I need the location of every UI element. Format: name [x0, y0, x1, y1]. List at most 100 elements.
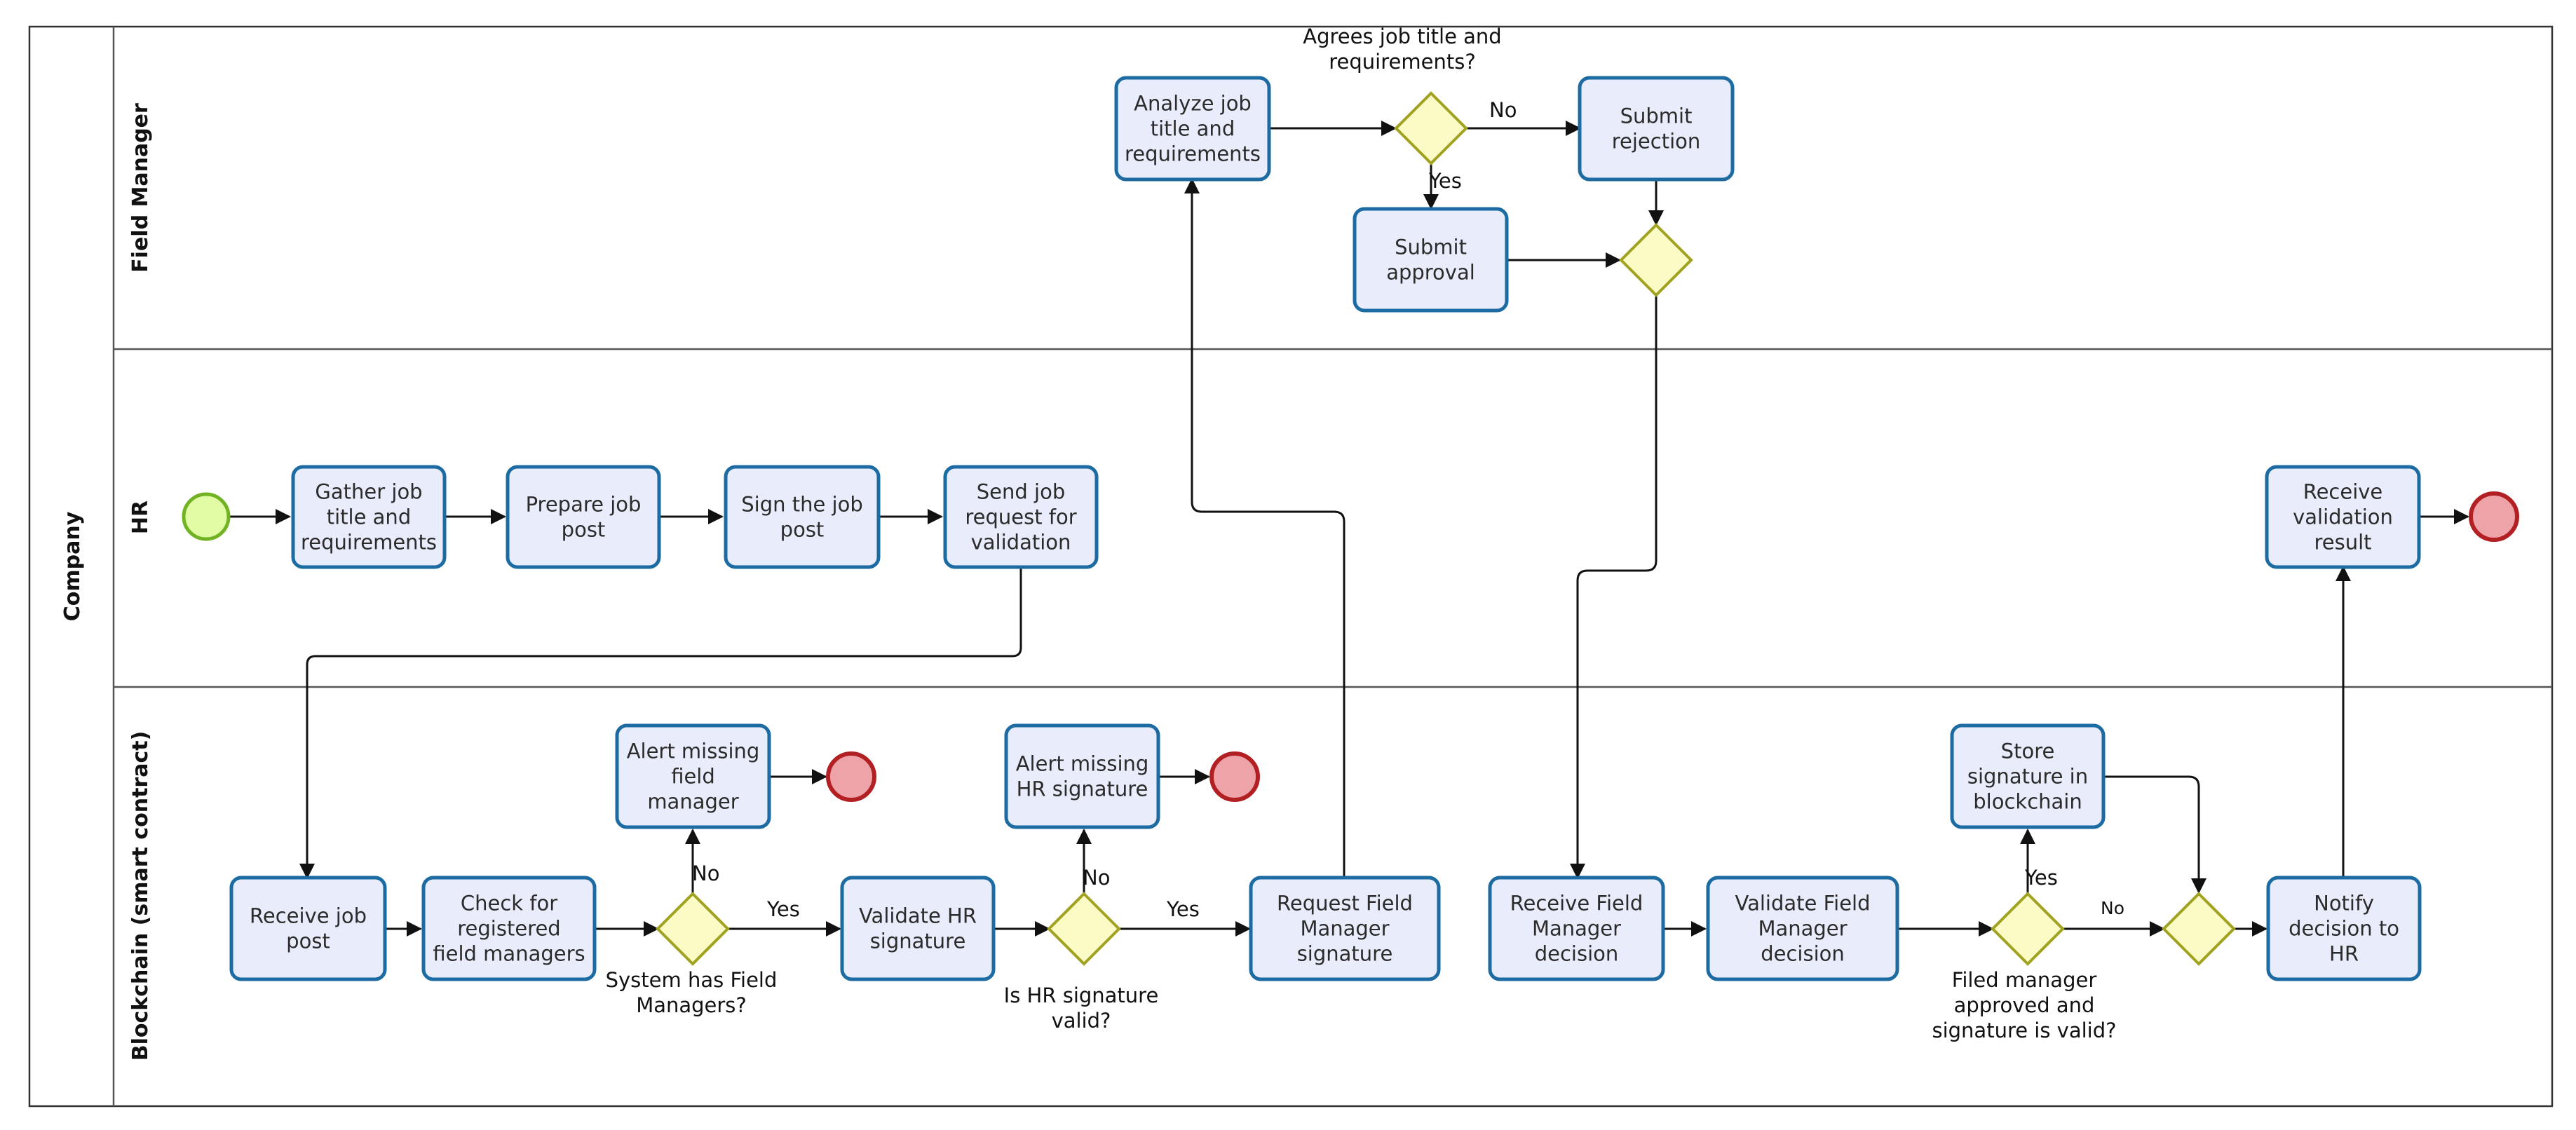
- label-agrees-yes: Yes: [1428, 169, 1462, 193]
- task-label-line: blockchain: [1973, 790, 2082, 814]
- task-label-line: registered: [457, 917, 560, 941]
- task-label-line: title and: [327, 505, 411, 529]
- task-label-line: decision: [1761, 942, 1845, 966]
- task-label-line: result: [2314, 531, 2371, 554]
- task-label-line: Manager: [1532, 917, 1621, 941]
- task-label-line: decision to: [2289, 917, 2399, 941]
- task-box: [1353, 207, 1509, 313]
- flow-request-to-analyze: [1184, 178, 1345, 878]
- task-box: [1004, 723, 1160, 829]
- task-label-line: decision: [1535, 942, 1619, 966]
- task-label-line: field: [671, 765, 715, 789]
- task-label-line: requirements: [301, 531, 437, 554]
- task-label-line: signature in: [1967, 765, 2088, 789]
- task-box: [229, 876, 387, 981]
- gateway-system-has-fm-label: Managers?: [636, 993, 747, 1017]
- task-box: [1950, 723, 2106, 829]
- gateway-fm-approved-valid-label: approved and: [1954, 993, 2095, 1017]
- task-label-line: Notify: [2314, 892, 2374, 915]
- task-label-line: Validate HR: [859, 904, 977, 928]
- task-label-line: Receive job: [250, 904, 367, 928]
- end-event-hr: [2469, 491, 2519, 542]
- flow-store-to-gw-merge: [2103, 775, 2206, 894]
- start-event: [182, 492, 231, 541]
- task-label-line: Receive: [2303, 480, 2383, 504]
- task-label-line: Submit: [1620, 104, 1693, 128]
- task-label-line: Receive Field: [1510, 892, 1643, 915]
- gateway-hr-signature-valid-label: valid?: [1052, 1009, 1111, 1033]
- gateway-fm-approved-valid-label: signature is valid?: [1932, 1019, 2116, 1042]
- task-label-line: rejection: [1612, 130, 1701, 154]
- task-label-line: Sign the job: [741, 493, 863, 517]
- lane-label-blockchain: Blockchain (smart contract): [128, 731, 153, 1061]
- task-box: [1578, 76, 1735, 182]
- task-label-line: Check for: [461, 892, 557, 915]
- task-box: [1488, 876, 1665, 981]
- task-label-line: Manager: [1300, 917, 1389, 941]
- gateway-fm-approved-valid: [1991, 892, 2065, 966]
- gateway-hr-signature-valid-label: Is HR signature: [1004, 983, 1159, 1007]
- end-event-missing-hr-sig: [1209, 751, 1260, 802]
- task-box: [943, 465, 1099, 569]
- flow-gw-merge-to-receive-decision: [1570, 295, 1658, 879]
- gateway-agrees-job-title: [1394, 91, 1468, 165]
- task-box: [724, 465, 881, 569]
- task-box: [615, 723, 771, 829]
- task-label-line: Gather job: [315, 480, 422, 504]
- task-label-line: Alert missing: [1016, 752, 1149, 776]
- task-label-line: requirements: [1125, 142, 1261, 166]
- task-label-line: post: [780, 518, 825, 542]
- task-box: [1706, 876, 1899, 981]
- gateway-system-has-fm: [656, 892, 730, 966]
- task-label-line: Request Field: [1277, 892, 1413, 915]
- label-system-yes: Yes: [766, 897, 800, 921]
- task-label-line: validation: [971, 531, 1071, 554]
- task-box: [421, 876, 597, 981]
- task-box: [2266, 876, 2422, 981]
- gateway-fm-merge: [1619, 223, 1693, 297]
- task-label-line: HR signature: [1017, 777, 1148, 801]
- flow-send-to-receive-job-post: [299, 567, 1022, 879]
- task-label-line: Validate Field: [1735, 892, 1870, 915]
- label-hr-sig-no: No: [1083, 866, 1110, 890]
- task-label-line: Manager: [1758, 917, 1847, 941]
- task-label-line: approval: [1386, 261, 1475, 285]
- task-label-line: request for: [965, 505, 1076, 529]
- task-box: [1249, 876, 1441, 981]
- task-box: [840, 876, 996, 981]
- gateway-agrees-job-title-label: requirements?: [1329, 50, 1475, 74]
- gateway-fm-approved-valid-label: Filed manager: [1952, 968, 2097, 992]
- task-label-line: HR: [2329, 942, 2359, 966]
- task-label-line: title and: [1151, 117, 1235, 141]
- task-label-line: post: [562, 518, 606, 542]
- task-label-line: validation: [2293, 505, 2393, 529]
- task-label-line: Submit: [1395, 236, 1467, 259]
- task-label-line: Send job: [977, 480, 1065, 504]
- task-label-line: post: [286, 930, 330, 953]
- task-box: [506, 465, 661, 569]
- label-fm-yes: Yes: [2024, 866, 2058, 890]
- task-label-line: manager: [647, 790, 738, 814]
- label-hr-sig-yes: Yes: [1166, 897, 1200, 921]
- lane-label-field-manager: Field Manager: [128, 103, 153, 273]
- pool-label: Company: [60, 511, 85, 621]
- task-box: [1114, 76, 1271, 182]
- task-label-line: Analyze job: [1134, 92, 1252, 116]
- task-label-line: field managers: [433, 942, 585, 966]
- task-label-line: signature: [870, 930, 966, 953]
